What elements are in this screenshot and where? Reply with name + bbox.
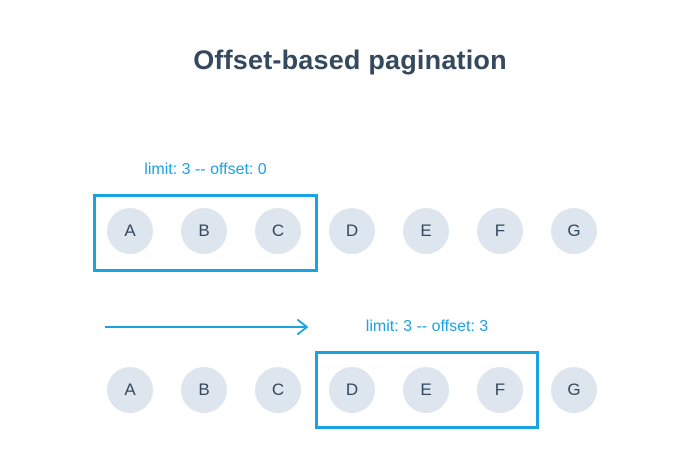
- item-circle-e: E: [403, 367, 449, 413]
- right-arrow-icon: [105, 319, 308, 335]
- item-circle-d: D: [329, 208, 375, 254]
- item-circle-e: E: [403, 208, 449, 254]
- item-circle-f: F: [477, 367, 523, 413]
- item-circle-f: F: [477, 208, 523, 254]
- item-circle-a: A: [107, 367, 153, 413]
- page-title: Offset-based pagination: [193, 45, 507, 75]
- limit-offset-label-page-2: limit: 3 -- offset: 3: [365, 318, 489, 335]
- item-circle-c: C: [255, 367, 301, 413]
- item-circle-a: A: [107, 208, 153, 254]
- highlight-box-page-2: [315, 351, 539, 429]
- highlight-box-page-1: [93, 194, 318, 272]
- limit-offset-label-page-1: limit: 3 -- offset: 0: [144, 161, 267, 178]
- item-circle-g: G: [551, 208, 597, 254]
- item-circle-c: C: [255, 208, 301, 254]
- item-circle-b: B: [181, 367, 227, 413]
- item-circle-d: D: [329, 367, 375, 413]
- item-circle-g: G: [551, 367, 597, 413]
- item-circle-b: B: [181, 208, 227, 254]
